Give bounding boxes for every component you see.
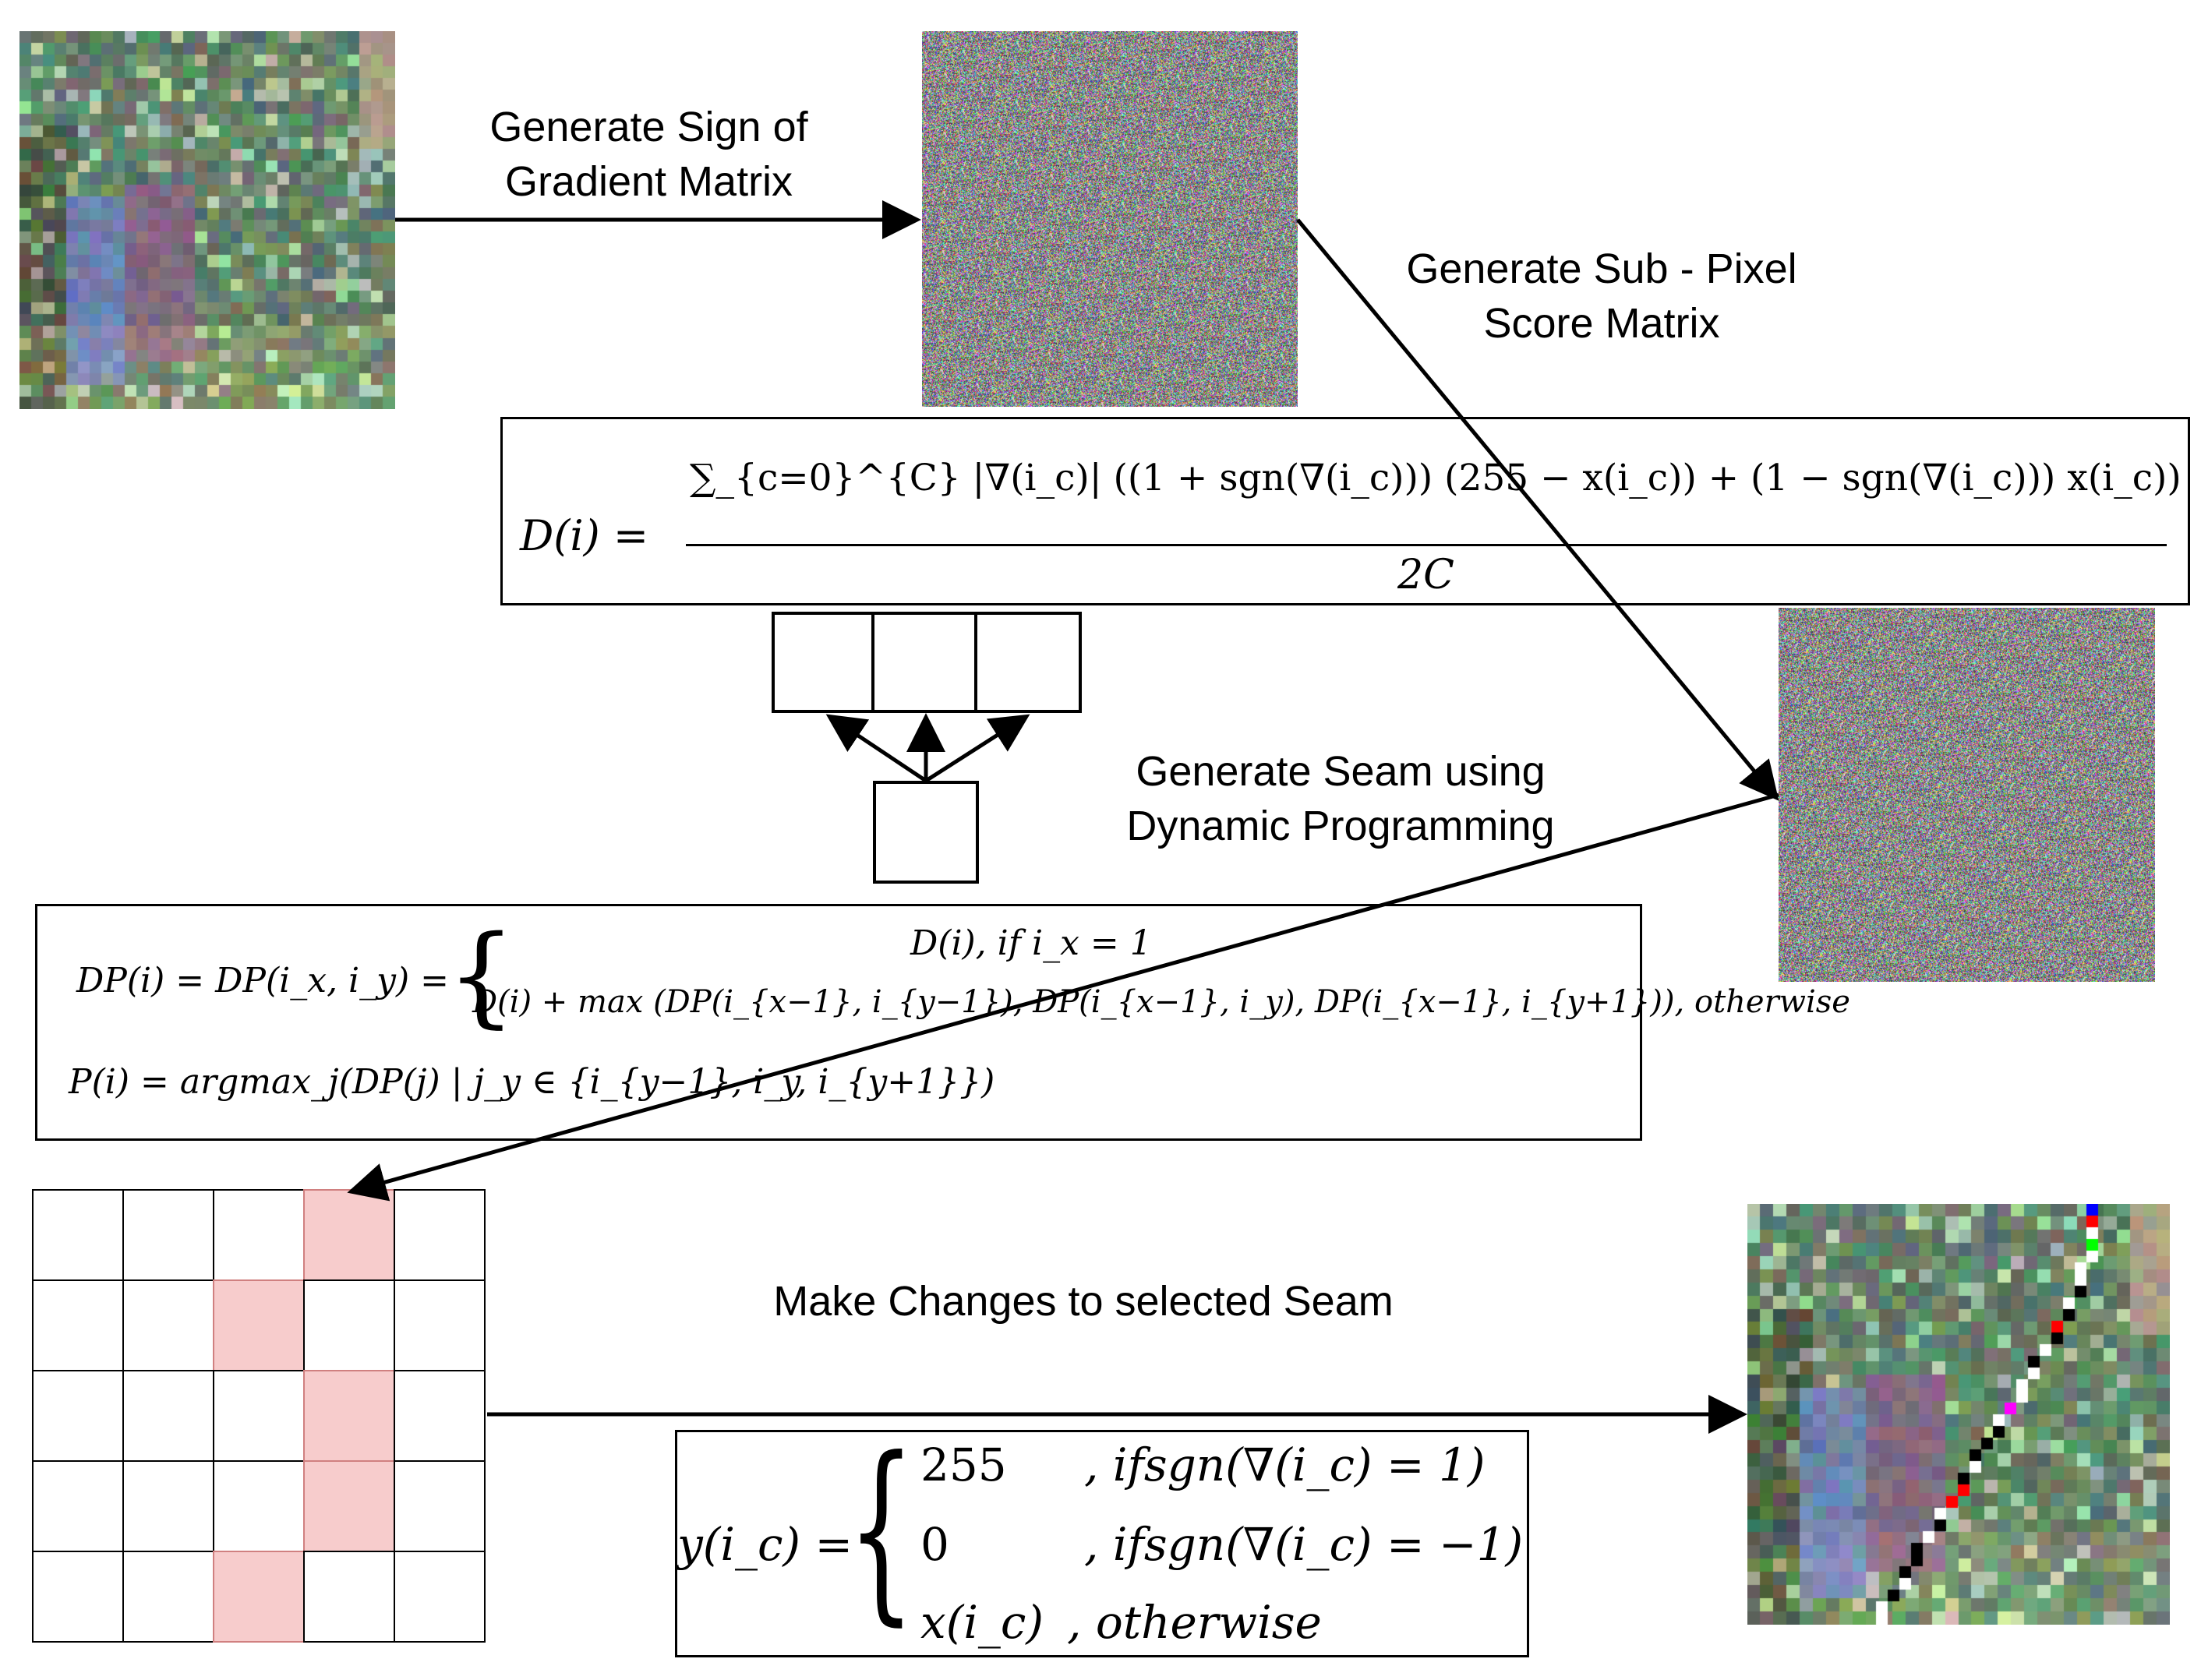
seam-grid-cell <box>394 1279 486 1371</box>
dp-case2: D(i) + max (DP(i_{x−1}, i_{y−1}), DP(i_{… <box>472 984 1850 1020</box>
seam-grid-cell <box>394 1551 486 1643</box>
score-equation-fraction-bar <box>686 544 2167 546</box>
arrow-to-seam-grid <box>347 792 1779 1202</box>
update-case2-cond: , ifsgn(∇(i_c) = −1) <box>1084 1518 1524 1571</box>
score-equation-box: D(i) = ∑_{c=0}^{C} |∇(i_c)| ((1 + sgn(∇(… <box>500 417 2190 605</box>
dp-arrow-left <box>825 714 927 783</box>
output-image <box>1747 1204 2170 1625</box>
dp-path-equation: P(i) = argmax_j(DP(j) | j_y ∈ {i_{y−1}, … <box>69 1062 995 1102</box>
score-matrix-image <box>1779 608 2155 982</box>
seam-grid-cell <box>394 1460 486 1552</box>
dp-neighbor-box-right <box>974 612 1082 713</box>
update-brace: { <box>847 1416 916 1643</box>
arrow-to-score-matrix <box>1296 218 1779 801</box>
score-equation-lhs: D(i) = <box>520 511 649 560</box>
input-image <box>19 31 395 409</box>
sub-pixel-label-line1: Generate Sub - Pixel <box>1406 245 1797 292</box>
sign-gradient-label-line1: Generate Sign of <box>489 104 808 150</box>
update-equation-lhs: y(i_c) = <box>677 1518 853 1571</box>
seam-grid-cell <box>32 1279 124 1371</box>
update-case3-cond: , otherwise <box>1067 1596 1322 1649</box>
dp-arrow-right <box>924 714 1030 783</box>
seam-grid-cell <box>122 1189 214 1281</box>
sign-gradient-label-line2: Gradient Matrix <box>504 158 793 205</box>
score-equation-denominator: 2C <box>1397 552 1454 598</box>
seam-grid-cell-selected <box>213 1279 305 1371</box>
update-case2-value: 0 <box>920 1518 949 1571</box>
update-equation-box: y(i_c) = { 255 , ifsgn(∇(i_c) = 1) 0 , i… <box>675 1424 1529 1657</box>
dp-brace: { <box>447 912 517 1039</box>
sub-pixel-label-line2: Score Matrix <box>1483 300 1720 347</box>
seam-grid-cell <box>213 1370 305 1462</box>
seam-grid-cell <box>394 1189 486 1281</box>
seam-label-line2: Dynamic Programming <box>1126 803 1555 849</box>
seam-label: Generate Seam using Dynamic Programming <box>1076 744 1606 853</box>
dp-case1: D(i), if i_x = 1 <box>910 923 1152 963</box>
sign-gradient-matrix-image <box>922 31 1298 407</box>
dp-equation-box: DP(i) = DP(i_x, i_y) = { D(i), if i_x = … <box>35 904 1850 1141</box>
seam-grid-cell <box>303 1551 395 1643</box>
seam-grid-cell-selected <box>303 1370 395 1462</box>
seam-grid-cell-selected <box>213 1551 305 1643</box>
seam-grid-cell <box>122 1551 214 1643</box>
score-equation-numerator: ∑_{c=0}^{C} |∇(i_c)| ((1 + sgn(∇(i_c))) … <box>690 457 2182 499</box>
seam-label-line1: Generate Seam using <box>1136 748 1546 795</box>
make-changes-label: Make Changes to selected Seam <box>773 1278 1394 1325</box>
seam-grid <box>32 1189 486 1643</box>
update-case3-value: x(i_c) <box>920 1596 1044 1649</box>
dp-equation-lhs: DP(i) = DP(i_x, i_y) = <box>76 961 449 1001</box>
sub-pixel-label: Generate Sub - Pixel Score Matrix <box>1348 242 1855 351</box>
seam-grid-cell <box>122 1460 214 1552</box>
sign-gradient-label: Generate Sign of Gradient Matrix <box>436 100 861 209</box>
update-case1-value: 255 <box>920 1438 1007 1491</box>
update-case1-cond: , ifsgn(∇(i_c) = 1) <box>1084 1438 1486 1491</box>
seam-grid-cell-selected <box>303 1189 395 1281</box>
seam-grid-cell <box>32 1460 124 1552</box>
dp-current-box <box>873 781 979 884</box>
seam-grid-cell-selected <box>303 1460 395 1552</box>
